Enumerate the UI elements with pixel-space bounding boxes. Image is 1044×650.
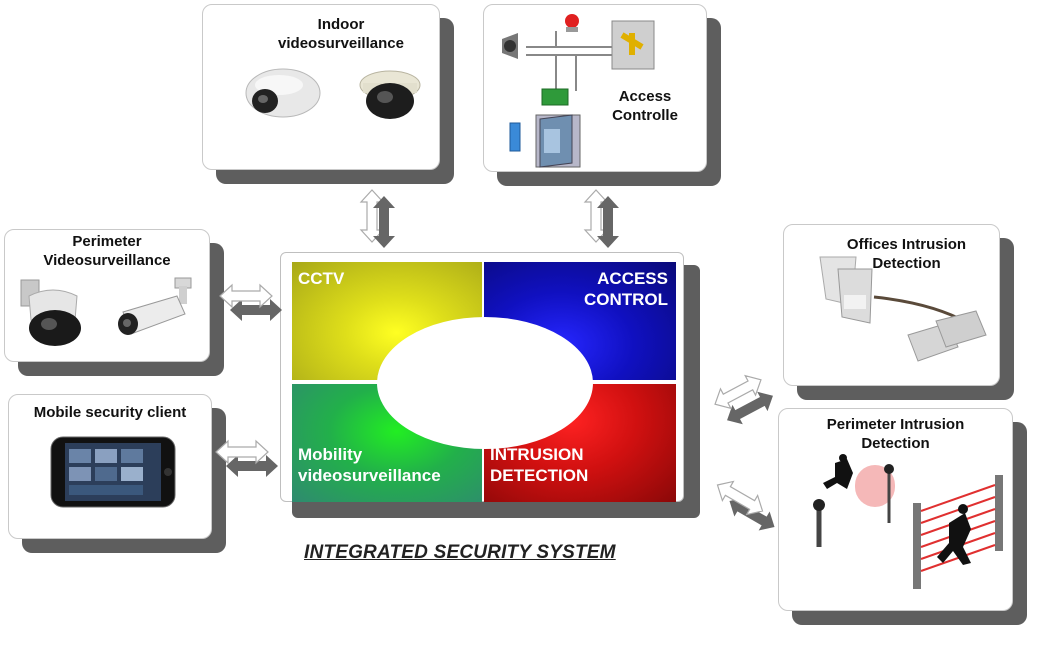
access-door-icon (502, 14, 655, 168)
mobile-security-client-title: Mobile security client (33, 404, 187, 421)
perimeter-videosurveillance-card: Perimeter Videosurveillance (4, 229, 210, 362)
dome-camera-icon (245, 68, 321, 118)
indoor-videosurveillance-card: Indoor videosurveillance (202, 4, 440, 170)
intrusion-detection-label: INTRUSION DETECTION (490, 445, 589, 485)
access-control-label: ACCESS CONTROL (583, 269, 668, 309)
intruder-icon (813, 454, 895, 547)
dome-camera-icon (20, 279, 81, 346)
cctv-label: CCTV (298, 269, 345, 288)
arrow-perimeter-intrusion (711, 474, 769, 522)
arrow-access (584, 189, 608, 243)
perimeter-intrusion-detection-title: Perimeter Intrusion Detection (826, 416, 965, 452)
arrow-perimeter-intrusion-shadow (723, 491, 781, 537)
pir-sensor-icon (819, 256, 873, 324)
offices-intrusion-detection-card: Offices Intrusion Detection (783, 224, 1000, 386)
arrow-indoor-shadow (373, 196, 395, 248)
access-control-title: Access Controlle (612, 88, 678, 124)
offices-intrusion-detection-title: Offices Intrusion Detection (846, 236, 967, 272)
mobile-security-client-card: Mobile security client (8, 394, 212, 539)
arrow-access-shadow (597, 196, 619, 248)
perimeter-videosurveillance-title: Perimeter Videosurveillance (43, 233, 171, 269)
arrow-mobile-shadow (226, 455, 278, 477)
integrated-security-system-caption: INTEGRATED SECURITY SYSTEM (304, 542, 616, 563)
perimeter-intrusion-detection-card: Perimeter Intrusion Detection (778, 408, 1013, 611)
arrow-perimeter-video (219, 284, 273, 308)
arrow-indoor (360, 189, 384, 243)
arrow-mobile (215, 440, 269, 464)
indoor-videosurveillance-title: Indoor videosurveillance (278, 16, 404, 52)
mobility-label: Mobility videosurveillance (298, 445, 441, 485)
arrow-perimeter-video-shadow (230, 299, 282, 321)
center-ellipse (377, 317, 593, 449)
integrated-system-panel: CCTV ACCESS CONTROL Mobility videosurvei… (280, 252, 684, 502)
beam-barrier-icon (913, 475, 1003, 589)
bullet-camera-icon (118, 277, 192, 335)
smartphone-icon (50, 436, 176, 508)
access-control-card: Access Controlle (483, 4, 707, 172)
arrow-offices-shadow (721, 386, 779, 430)
magnetic-contact-icon (873, 295, 987, 362)
arrow-offices (709, 369, 767, 415)
dome-camera-icon (359, 70, 421, 119)
